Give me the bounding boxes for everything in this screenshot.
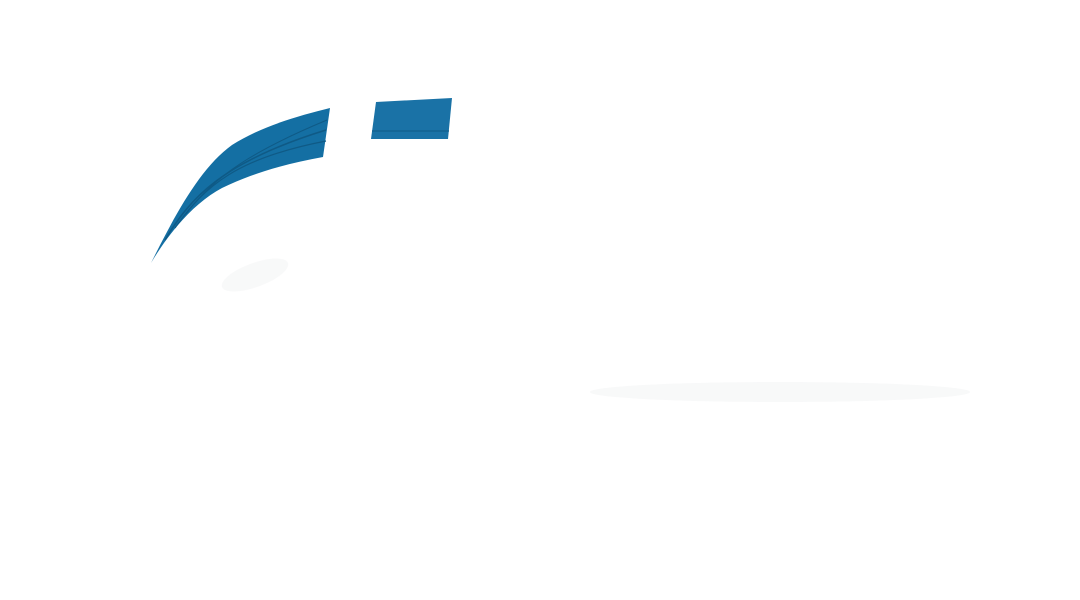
blue-arc-segment-left [151, 108, 330, 263]
blue-arc-segment-right [371, 98, 452, 139]
